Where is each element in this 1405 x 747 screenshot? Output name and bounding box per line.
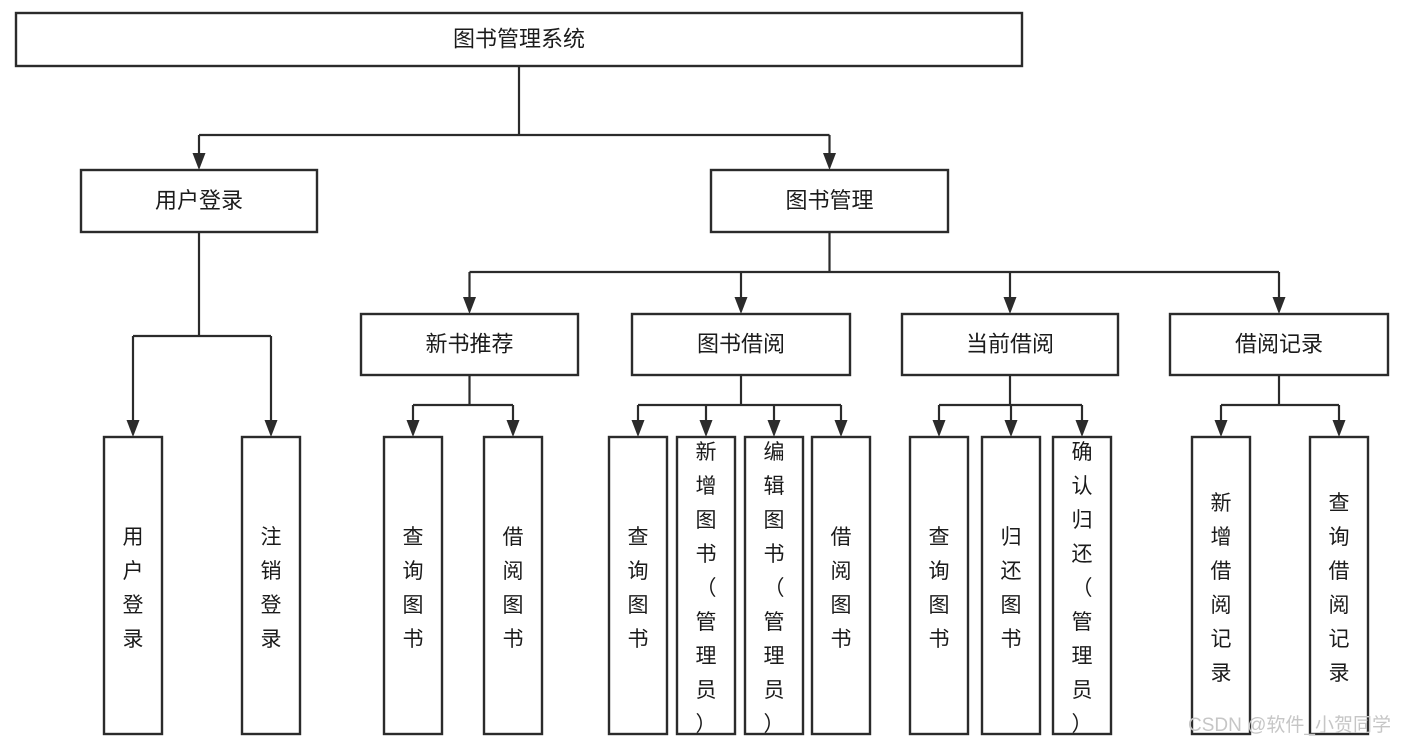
arrow-head-icon (406, 420, 420, 437)
node-box (900, 312, 1120, 377)
node-label: 查询图书 (929, 526, 950, 651)
node-box (1051, 435, 1113, 736)
arrow-head-icon (1272, 297, 1286, 314)
node-box (709, 168, 950, 234)
node-box (240, 435, 302, 736)
node-user-login[interactable]: 用户登录 (79, 168, 319, 234)
node-leaf-add-record[interactable]: 新增借阅记录 (1190, 435, 1252, 736)
arrow-head-icon (823, 153, 836, 170)
node-label: 查询借阅记录 (1329, 492, 1350, 685)
node-leaf-query-book-2[interactable]: 查询图书 (607, 435, 669, 736)
node-borrow-record[interactable]: 借阅记录 (1168, 312, 1390, 377)
node-leaf-query-record[interactable]: 查询借阅记录 (1308, 435, 1370, 736)
node-leaf-logout[interactable]: 注销登录 (240, 435, 302, 736)
node-label: 用户登录 (123, 526, 144, 651)
node-label: 查询图书 (628, 526, 649, 651)
node-leaf-confirm-return[interactable]: 确认归还（管理员） (1051, 435, 1113, 736)
node-box (675, 435, 737, 736)
arrow-head-icon (1332, 420, 1346, 437)
node-label: 编辑图书（管理员） (764, 441, 785, 736)
node-label: 借阅记录 (1235, 331, 1323, 356)
node-box (630, 312, 852, 377)
arrow-head-icon (1003, 297, 1017, 314)
node-box (382, 435, 444, 736)
node-box (743, 435, 805, 736)
node-box (810, 435, 872, 736)
arrow-head-icon (506, 420, 520, 437)
node-label: 借阅图书 (503, 526, 524, 651)
node-layer: 图书管理系统用户登录图书管理新书推荐图书借阅当前借阅借阅记录用户登录注销登录查询… (14, 11, 1390, 736)
node-new-book-rec[interactable]: 新书推荐 (359, 312, 580, 377)
node-label: 归还图书 (1001, 526, 1022, 651)
node-leaf-query-book-1[interactable]: 查询图书 (382, 435, 444, 736)
node-label: 图书管理 (785, 188, 873, 213)
node-leaf-borrow-book-2[interactable]: 借阅图书 (810, 435, 872, 736)
node-label: 用户登录 (155, 188, 243, 213)
node-leaf-borrow-book-1[interactable]: 借阅图书 (482, 435, 544, 736)
node-box (359, 312, 580, 377)
node-leaf-return-book[interactable]: 归还图书 (980, 435, 1042, 736)
arrow-head-icon (1214, 420, 1228, 437)
connector-layer (126, 66, 1346, 437)
arrow-head-icon (631, 420, 645, 437)
arrow-head-icon (1075, 420, 1089, 437)
arrow-head-icon (126, 420, 140, 437)
arrow-head-icon (834, 420, 848, 437)
node-box (1190, 435, 1252, 736)
node-leaf-user-login[interactable]: 用户登录 (102, 435, 164, 736)
arrow-head-icon (699, 420, 713, 437)
node-box (1308, 435, 1370, 736)
node-box (1168, 312, 1390, 377)
node-book-borrow[interactable]: 图书借阅 (630, 312, 852, 377)
arrow-head-icon (264, 420, 278, 437)
node-box (980, 435, 1042, 736)
arrow-head-icon (463, 297, 476, 314)
node-label: 新书推荐 (425, 331, 513, 356)
node-box (14, 11, 1024, 68)
arrow-head-icon (192, 153, 206, 170)
arrow-head-icon (1004, 420, 1018, 437)
node-current-borrow[interactable]: 当前借阅 (900, 312, 1120, 377)
node-label: 新增图书（管理员） (696, 441, 717, 736)
node-label: 注销登录 (261, 526, 282, 651)
arrow-head-icon (932, 420, 946, 437)
node-label: 图书管理系统 (453, 26, 585, 51)
node-root[interactable]: 图书管理系统 (14, 11, 1024, 68)
node-leaf-edit-book[interactable]: 编辑图书（管理员） (743, 435, 805, 736)
node-label: 新增借阅记录 (1211, 492, 1232, 685)
arrow-head-icon (734, 297, 748, 314)
node-book-manage[interactable]: 图书管理 (709, 168, 950, 234)
node-box (908, 435, 970, 736)
node-label: 借阅图书 (831, 526, 852, 651)
node-label: 确认归还（管理员） (1072, 441, 1093, 736)
arrow-head-icon (767, 420, 781, 437)
node-box (79, 168, 319, 234)
node-box (482, 435, 544, 736)
node-box (102, 435, 164, 736)
node-label: 图书借阅 (697, 331, 785, 356)
watermark-text: CSDN @软件_小贺同学 (1188, 714, 1391, 736)
node-label: 查询图书 (403, 526, 424, 651)
node-label: 当前借阅 (966, 331, 1054, 356)
node-leaf-query-book-3[interactable]: 查询图书 (908, 435, 970, 736)
node-box (607, 435, 669, 736)
node-leaf-add-book[interactable]: 新增图书（管理员） (675, 435, 737, 736)
